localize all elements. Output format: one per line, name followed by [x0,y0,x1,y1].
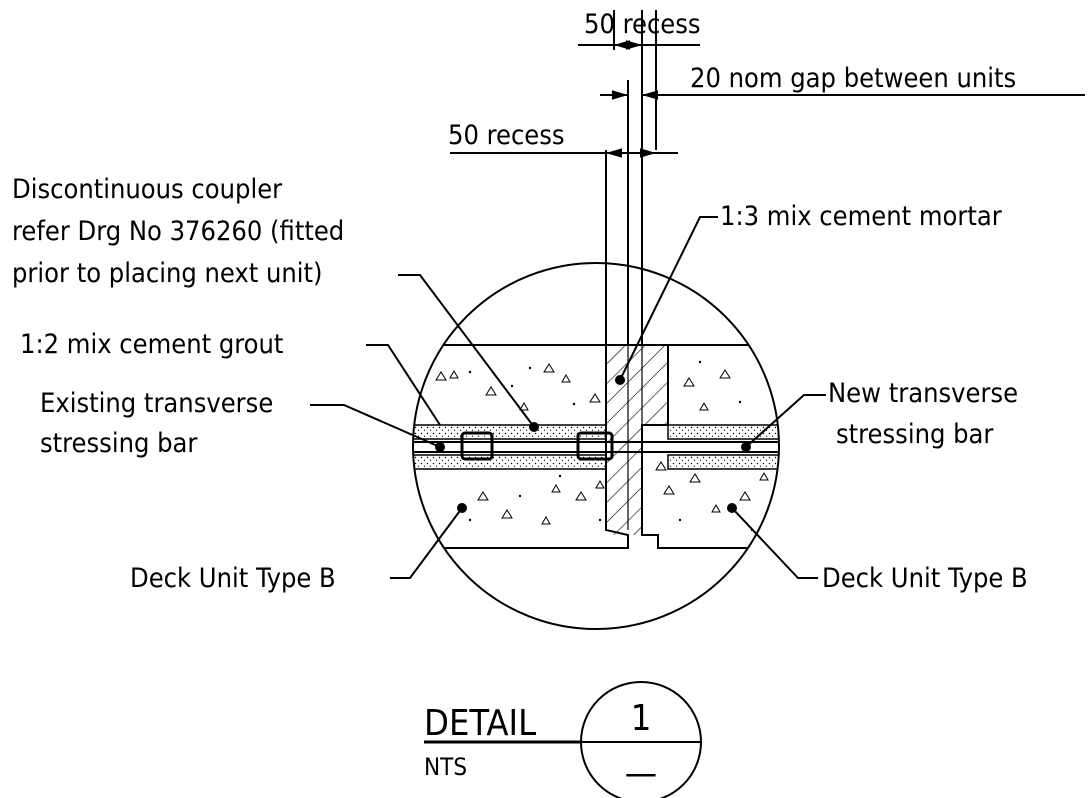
detail-title-block: DETAIL NTS 1 — [424,681,702,798]
dimension-labels: 50 recess 20 nom gap between units 50 re… [448,9,1016,151]
coupler-right [576,431,614,461]
deck-left-label: Deck Unit Type B [130,563,336,594]
detail-title: DETAIL [424,703,536,744]
section-view [412,262,780,630]
concrete-aggregate [435,363,769,525]
existing-bar-label-1: Existing transverse [40,388,273,419]
grout-band-right [667,424,779,440]
existing-bar-label-2: stressing bar [40,428,197,459]
mortar-label: 1:3 mix cement mortar [720,201,1002,232]
detail-boundary-circle [412,262,780,630]
coupler-left [460,431,494,461]
deck-unit-left [413,344,629,549]
detail-sheet: — [625,753,657,794]
cement-mortar-joint [606,345,668,425]
new-bar-label-2: stressing bar [836,419,993,450]
deck-right-label: Deck Unit Type B [822,563,1028,594]
grout-band-left [413,424,607,440]
coupler-label-line-3: prior to placing next unit) [12,258,323,289]
dimension-lines [450,10,1085,345]
dim-recess-left: 50 recess [448,120,565,151]
coupler-label-line-2: refer Drg No 376260 (fitted [12,216,344,247]
dim-gap: 20 nom gap between units [690,63,1016,94]
detail-scale: NTS [424,753,467,781]
grout-label: 1:2 mix cement grout [20,329,283,360]
dim-recess-top: 50 recess [584,9,701,40]
coupler-label-line-1: Discontinuous coupler [12,174,282,205]
new-bar-label-1: New transverse [828,378,1018,409]
detail-number: 1 [631,698,652,739]
callouts: Discontinuous coupler refer Drg No 37626… [12,174,1028,594]
